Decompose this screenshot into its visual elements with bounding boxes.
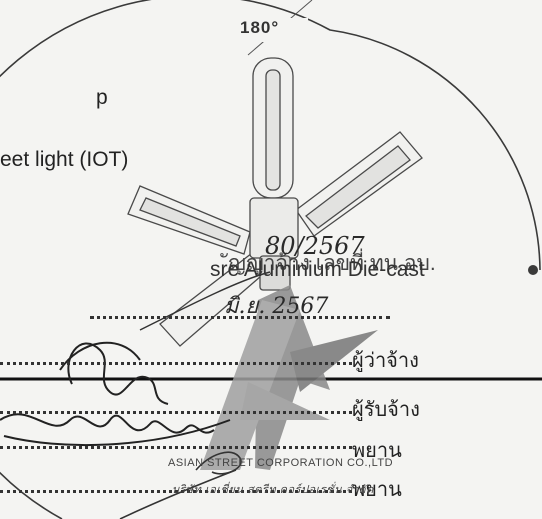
signature-contractor [0,413,231,446]
stamp-line-2: บริษัท เอเชี่ยน สตรีท คอร์ปอเรชั่น จำกัด [172,484,374,496]
fragment-text-top: p [96,86,108,109]
role-contractor: ผู้รับจ้าง [352,399,420,421]
die-cast-text: sre Aluminium Die-cast [210,258,425,281]
contract-text: ัญญาจ้าง เลขที่ ทน.อบ. [228,252,436,275]
role-witness-2: พยาน [352,479,402,501]
dotted-line-witness-2 [0,490,352,493]
date-text: มิ.ย. 2567 [224,294,329,319]
dotted-line-date [90,316,390,319]
dotted-line-employer [0,362,352,365]
street-light-text: eet light (IOT) [0,148,129,171]
signature-employer [59,341,169,405]
role-witness-1: พยาน [352,440,402,462]
stamp-line-1: ASIAN STREET CORPORATION CO.,LTD [168,457,394,469]
pen-stroke [139,271,271,331]
role-employer: ผู้ว่าจ้าง [352,350,419,372]
dotted-line-contractor [0,411,352,414]
arc-end-dot [528,265,538,275]
contract-number: 80/2567 [265,232,365,260]
lamp-icon [127,57,423,347]
company-seal-logo [200,285,378,470]
dotted-line-witness-1 [0,446,352,449]
angle-label: 180° [240,18,280,37]
